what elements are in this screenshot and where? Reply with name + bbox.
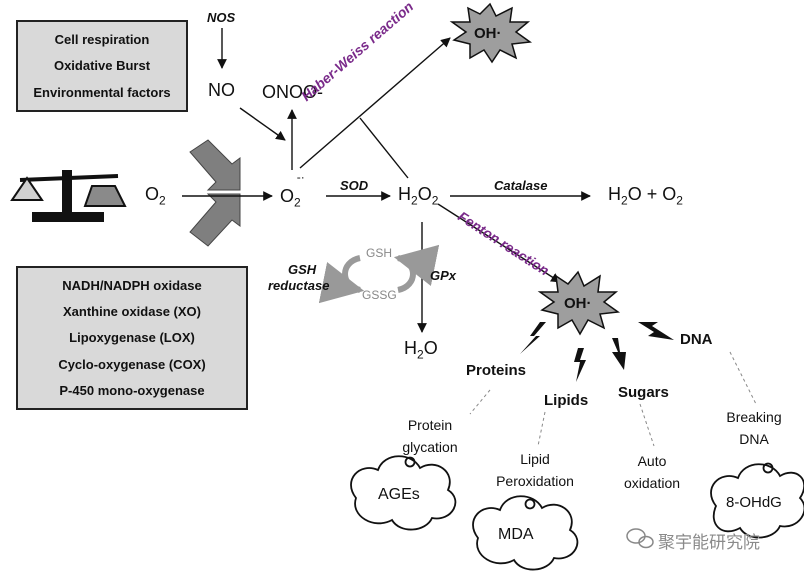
products-sub2: 2 bbox=[676, 193, 683, 208]
gpx-label: GPx bbox=[430, 268, 457, 283]
source-bottom-5: P-450 mono-oxygenase bbox=[59, 383, 205, 399]
superoxide-sub: 2 bbox=[294, 195, 301, 210]
target-lipids: Lipids bbox=[544, 392, 589, 409]
oxygen-sub: 2 bbox=[159, 193, 166, 208]
h2o2-sub2: 2 bbox=[431, 193, 439, 208]
arrow-no-superoxide bbox=[239, 107, 286, 141]
oxygen-label: O2 bbox=[145, 184, 166, 208]
h2o2-label: H2O2 bbox=[398, 184, 438, 208]
damage-dna-1: Breaking bbox=[726, 409, 782, 425]
h2o2-sub1: 2 bbox=[411, 193, 418, 208]
dash-sugars bbox=[639, 403, 655, 447]
gssg-label: GSSG bbox=[362, 288, 397, 302]
target-proteins: Proteins bbox=[466, 362, 527, 379]
damage-protein: Protein glycation bbox=[390, 414, 470, 458]
products-h: H bbox=[608, 184, 621, 204]
lightning-lipids-icon bbox=[574, 348, 586, 382]
lightning-sugars-icon bbox=[612, 338, 626, 370]
hydroxyl-radical-star-mid bbox=[537, 270, 621, 336]
damage-auto-1: Auto bbox=[637, 453, 667, 469]
dash-proteins bbox=[469, 389, 491, 415]
water-o: O bbox=[423, 338, 438, 358]
gsh-label: GSH bbox=[366, 246, 393, 260]
damage-dna-2: DNA bbox=[739, 431, 769, 447]
sod-label: SOD bbox=[340, 178, 369, 193]
source-bottom-2: Xanthine oxidase (XO) bbox=[63, 304, 201, 320]
arrow-haber-weiss bbox=[299, 37, 451, 169]
damage-lipid-1: Lipid bbox=[520, 451, 550, 467]
damage-lipid: Lipid Peroxidation bbox=[486, 448, 584, 492]
damage-auto-2: oxidation bbox=[623, 475, 681, 491]
wechat-icon bbox=[626, 528, 654, 549]
gsh-reductase-label-2: reductase bbox=[268, 278, 330, 293]
onoo-label: ONOO- bbox=[262, 82, 323, 102]
damage-protein-2: glycation bbox=[402, 439, 458, 455]
cloud-ages bbox=[350, 455, 457, 531]
arrow-fenton bbox=[437, 203, 561, 283]
grey-arrow-lower bbox=[189, 193, 241, 247]
target-dna: DNA bbox=[680, 331, 713, 348]
source-bottom-4: Cyclo-oxygenase (COX) bbox=[58, 356, 206, 372]
dash-lipids bbox=[537, 411, 546, 447]
damage-auto: Auto oxidation bbox=[612, 450, 692, 494]
oxygen-symbol: O bbox=[145, 184, 160, 204]
grey-arrow-upper bbox=[189, 139, 241, 191]
oh-radical-mid-label: OH· bbox=[564, 295, 592, 312]
cloud-mda bbox=[472, 495, 579, 571]
lightning-dna-icon bbox=[638, 322, 674, 340]
source-top-1: Cell respiration bbox=[54, 31, 150, 47]
source-bottom-1: NADH/NADPH oxidase bbox=[62, 277, 202, 293]
damage-dna: Breaking DNA bbox=[716, 406, 792, 450]
gsh-reductase-label-1: GSH bbox=[288, 262, 317, 277]
h2o2-h: H bbox=[398, 184, 411, 204]
cloud-ohdg bbox=[710, 462, 804, 539]
watermark-text: 聚宇能研究院 bbox=[658, 533, 760, 552]
superoxide-symbol: O bbox=[280, 186, 295, 206]
source-box-top: Cell respiration Oxidative Burst Environ… bbox=[16, 20, 188, 112]
catalase-label: Catalase bbox=[494, 178, 548, 193]
water-sub: 2 bbox=[417, 347, 424, 362]
nos-label: NOS bbox=[207, 10, 236, 25]
marker-mda: MDA bbox=[498, 526, 534, 543]
oh-radical-top-label: OH· bbox=[474, 25, 502, 42]
source-box-bottom: NADH/NADPH oxidase Xanthine oxidase (XO)… bbox=[16, 266, 248, 410]
superoxide-label: O2 -· bbox=[280, 170, 309, 210]
hydroxyl-radical-star-top bbox=[449, 2, 533, 64]
balance-scale-icon bbox=[10, 170, 127, 222]
line-h2o2-haber bbox=[359, 117, 409, 179]
marker-ages: AGEs bbox=[378, 486, 420, 503]
superoxide-sup: -· bbox=[296, 170, 305, 184]
damage-protein-1: Protein bbox=[407, 417, 453, 433]
target-sugars: Sugars bbox=[618, 384, 669, 401]
source-top-2: Oxidative Burst bbox=[53, 58, 151, 74]
no-label: NO bbox=[208, 80, 235, 100]
products-label: H2O + O2 bbox=[608, 184, 683, 208]
gsh-cycle bbox=[318, 244, 440, 304]
marker-ohdg: 8-OHdG bbox=[726, 494, 782, 511]
water-h: H bbox=[404, 338, 417, 358]
h2o2-o: O bbox=[417, 184, 432, 204]
damage-lipid-2: Peroxidation bbox=[496, 473, 574, 489]
source-top-3: Environmental factors bbox=[33, 85, 171, 101]
products-o-plus-o: O + O bbox=[627, 184, 677, 204]
products-sub1: 2 bbox=[621, 193, 628, 208]
source-bottom-3: Lipoxygenase (LOX) bbox=[69, 330, 195, 346]
lightning-proteins-icon bbox=[520, 322, 546, 354]
water-label: H2O bbox=[404, 338, 438, 362]
dash-dna bbox=[729, 351, 757, 405]
